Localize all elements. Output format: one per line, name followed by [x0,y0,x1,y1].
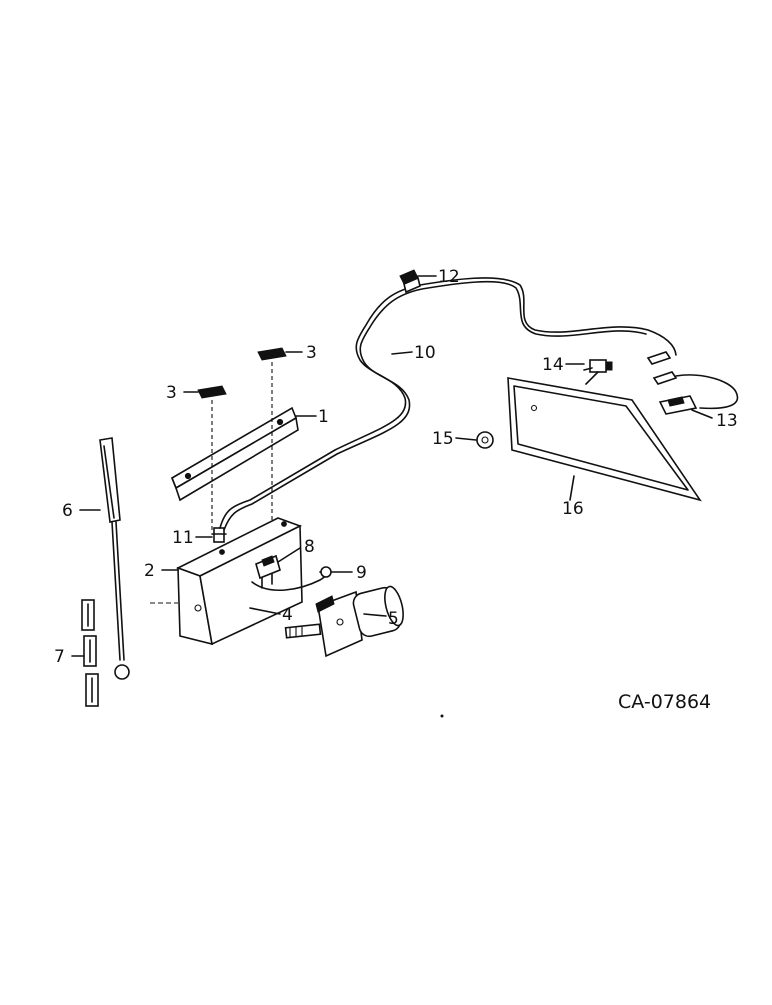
callout-6: 6 [62,501,73,521]
callout-14: 14 [542,355,564,375]
part-12-connector [399,269,421,294]
callout-13: 13 [716,411,738,431]
callout-2: 2 [144,561,155,581]
callout-7: 7 [54,647,65,667]
callout-11: 11 [172,528,194,548]
part-15-knob [476,431,494,449]
leader-lines [71,275,713,657]
callout-9: 9 [356,563,367,583]
callout-8: 8 [304,537,315,557]
callout-16: 16 [562,499,584,519]
part-3-clip-nut-right [257,347,287,361]
part-5-wiper-motor [315,585,404,658]
callout-12: 12 [438,267,460,287]
part-4-shaft [284,623,322,639]
part-10-wire-harness [219,277,677,529]
part-14-switch [583,359,613,385]
part-6-wiper-arm [99,437,130,680]
callout-5: 5 [388,609,399,629]
connector-plug [652,371,678,385]
part-8-switch [255,554,281,589]
part-11-grommet [211,527,227,543]
part-7-wiper-blade [81,599,99,707]
part-3-clip-nut-left [197,385,227,399]
callout-4: 4 [282,605,293,625]
stray-mark [440,714,444,718]
callout-15: 15 [432,429,454,449]
part-1-bracket [171,406,299,502]
callout-3-right: 3 [306,343,317,363]
part-13-switch-connector [658,395,698,415]
connector-plug [646,351,672,365]
callout-1: 1 [318,407,329,427]
callout-10: 10 [414,343,436,363]
part-13-wire [675,374,739,410]
part-9-ring-terminal [320,566,332,578]
reference-code: CA-07864 [618,691,711,713]
callout-3-left: 3 [166,383,177,403]
part-16-glass-panel [507,377,702,502]
